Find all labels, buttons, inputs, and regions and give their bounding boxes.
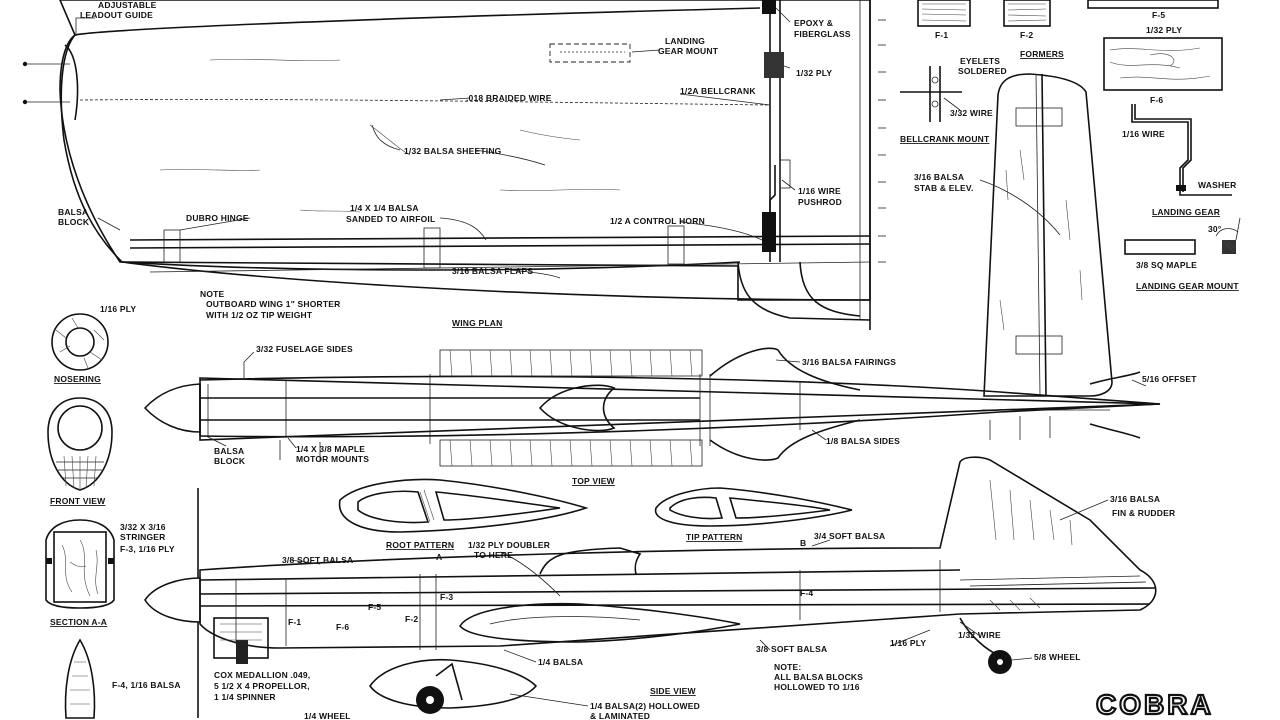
label-side-f1: F-1 <box>288 617 301 627</box>
root-pattern <box>338 478 589 533</box>
view-title-front-view: FRONT VIEW <box>50 496 106 506</box>
view-title-landing-gear-mount: LANDING GEAR MOUNT <box>1136 281 1239 291</box>
label-132-ply-wing: 1/32 PLY <box>796 68 832 78</box>
label-balsa-flaps: 3/16 BALSA FLAPS <box>452 266 533 276</box>
label-angle-30: 30° <box>1208 224 1222 234</box>
label-dubro-hinge: DUBRO HINGE <box>186 213 249 223</box>
view-title-formers: FORMERS <box>1020 49 1064 59</box>
view-title-wing-plan: WING PLAN <box>452 318 502 328</box>
label-nosering-ply: 1/16 PLY <box>100 304 136 314</box>
label-balsa-hollowed: 1/4 BALSA(2) HOLLOWED& LAMINATED <box>590 701 700 720</box>
label-engine: COX MEDALLION .049,5 1/2 X 4 PROPELLOR,1… <box>214 670 310 702</box>
tip-pattern <box>654 487 853 527</box>
label-side-f3: F-3 <box>440 592 453 602</box>
label-side-f6: F-6 <box>336 622 349 632</box>
label-former-f6: F-6 <box>1150 95 1163 105</box>
label-332-wire: 3/32 WIRE <box>950 108 993 118</box>
former-f4 <box>64 638 96 719</box>
view-title-tip-pattern: TIP PATTERN <box>686 532 743 542</box>
view-title-nosering: NOSERING <box>54 374 101 384</box>
top-view <box>143 347 1161 467</box>
view-title-bellcrank-mount: BELLCRANK MOUNT <box>900 134 990 144</box>
plan-title: COBRA <box>1096 689 1214 720</box>
label-f3-ply: F-3, 1/16 PLY <box>120 544 175 554</box>
stabilizer <box>979 73 1113 440</box>
label-bellcrank: 1/2A BELLCRANK <box>680 86 756 96</box>
front-view <box>47 397 113 491</box>
label-f4-balsa: F-4, 1/16 BALSA <box>112 680 181 690</box>
label-side-f4: F-4 <box>800 588 813 598</box>
label-balsa-fairings: 3/16 BALSA FAIRINGS <box>802 357 896 367</box>
label-epoxy-fiberglass: EPOXY &FIBERGLASS <box>794 18 851 39</box>
label-offset: 5/16 OFFSET <box>1142 374 1197 384</box>
label-side-f5: F-5 <box>368 602 381 612</box>
label-sq-maple: 3/8 SQ MAPLE <box>1136 260 1197 270</box>
label-fuselage-sides: 3/32 FUSELAGE SIDES <box>256 344 353 354</box>
nosering <box>51 313 109 371</box>
label-mark-b: B <box>800 538 806 548</box>
label-soft-balsa-38b: 3/8 SOFT BALSA <box>756 644 827 654</box>
formers-group <box>900 0 1241 255</box>
label-mark-a: A <box>436 552 442 562</box>
label-washer: WASHER <box>1198 180 1237 190</box>
wing-plan <box>22 0 886 330</box>
label-control-horn: 1/2 A CONTROL HORN <box>610 216 705 226</box>
label-former-f5: F-5 <box>1152 10 1165 20</box>
label-soft-balsa-38: 3/8 SOFT BALSA <box>282 555 353 565</box>
label-wheel-58: 5/8 WHEEL <box>1034 652 1081 662</box>
label-braided-wire: .018 BRAIDED WIRE <box>466 93 552 103</box>
label-balsa-14: 1/4 BALSA <box>538 657 583 667</box>
section-a-a <box>45 519 115 609</box>
label-balsa-sheeting: 1/32 BALSA SHEETING <box>404 146 502 156</box>
label-wheel-14: 1/4 WHEEL <box>304 711 351 720</box>
label-former-f2: F-2 <box>1020 30 1033 40</box>
side-view <box>144 456 1157 718</box>
view-title-landing-gear: LANDING GEAR <box>1152 207 1220 217</box>
view-title-root-pattern: ROOT PATTERN <box>386 540 454 550</box>
label-side-ply: 1/16 PLY <box>890 638 926 648</box>
view-title-side-view: SIDE VIEW <box>650 686 697 696</box>
view-title-section-a-a: SECTION A-A <box>50 617 107 627</box>
label-f6-wire: 1/16 WIRE <box>1122 129 1165 139</box>
view-title-top-view: TOP VIEW <box>572 476 616 486</box>
label-soft-balsa-34: 3/4 SOFT BALSA <box>814 531 885 541</box>
label-f5-ply: 1/32 PLY <box>1146 25 1182 35</box>
label-side-wire: 1/32 WIRE <box>958 630 1001 640</box>
label-side-f2: F-2 <box>405 614 418 624</box>
label-balsa-sides: 1/8 BALSA SIDES <box>826 436 900 446</box>
label-former-f1: F-1 <box>935 30 948 40</box>
